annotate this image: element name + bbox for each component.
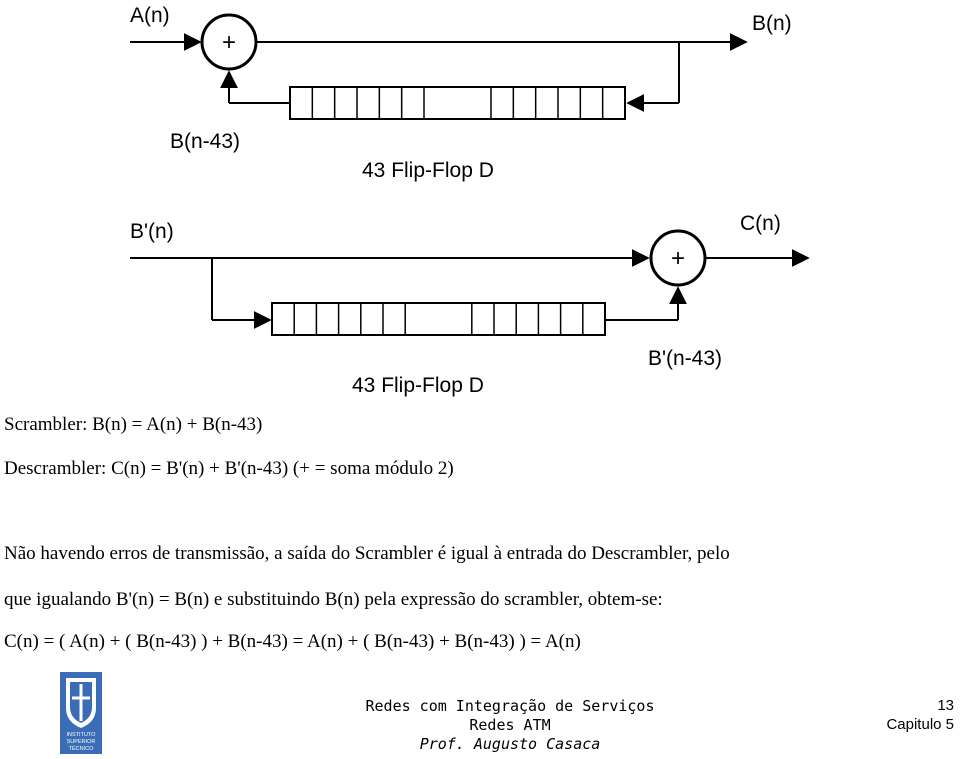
- descrambler-input-label: B'(n): [130, 220, 174, 243]
- descrambler-feedback-label: B'(n-43): [648, 347, 722, 370]
- institute-logo: INSTITUTO SUPERIOR TÉCNICO: [60, 672, 102, 754]
- svg-text:TÉCNICO: TÉCNICO: [69, 745, 94, 752]
- svg-text:INSTITUTO: INSTITUTO: [67, 732, 97, 738]
- scrambler-equation: Scrambler: B(n) = A(n) + B(n-43): [4, 414, 263, 435]
- descrambler-register-cells: [293, 303, 584, 335]
- descrambler-adder-symbol: +: [671, 245, 685, 272]
- svg-text:SUPERIOR: SUPERIOR: [67, 739, 96, 745]
- scrambler-output-label: B(n): [752, 12, 792, 35]
- paragraph-line-3: C(n) = ( A(n) + ( B(n-43) ) + B(n-43) = …: [4, 631, 581, 652]
- footer-chapter: Capitulo 5: [886, 716, 954, 733]
- scrambler-register-cells: [311, 87, 604, 119]
- scrambler-register: [289, 86, 626, 120]
- descrambler-register-label: 43 Flip-Flop D: [352, 374, 484, 397]
- paragraph-line-1: Não havendo erros de transmissão, a saíd…: [4, 543, 730, 564]
- scrambler-adder-symbol: +: [222, 29, 236, 56]
- scrambler-input-label: A(n): [130, 4, 170, 27]
- descrambler-circuit: B'(n) C(n) B'(n-43) 43 Flip-Flop D +: [130, 212, 810, 397]
- descrambler-equation: Descrambler: C(n) = B'(n) + B'(n-43) (+ …: [4, 458, 454, 479]
- footer-subject: Redes ATM: [469, 716, 551, 734]
- footer-page-number: 13: [937, 697, 954, 714]
- paragraph-line-2: que igualando B'(n) = B(n) e substituind…: [4, 589, 663, 610]
- scrambler-feedback-label: B(n-43): [170, 130, 240, 153]
- scrambler-descrambler-diagram: A(n) B(n) B(n-43) 43 Flip-Flop D + B'(n)…: [130, 4, 810, 397]
- descrambler-output-label: C(n): [740, 212, 781, 235]
- footer-author: Prof. Augusto Casaca: [419, 735, 601, 753]
- descrambler-register: [271, 302, 606, 336]
- scrambler-circuit: A(n) B(n) B(n-43) 43 Flip-Flop D +: [130, 4, 792, 182]
- footer-course: Redes com Integração de Serviços: [365, 697, 655, 715]
- scrambler-register-label: 43 Flip-Flop D: [362, 159, 494, 182]
